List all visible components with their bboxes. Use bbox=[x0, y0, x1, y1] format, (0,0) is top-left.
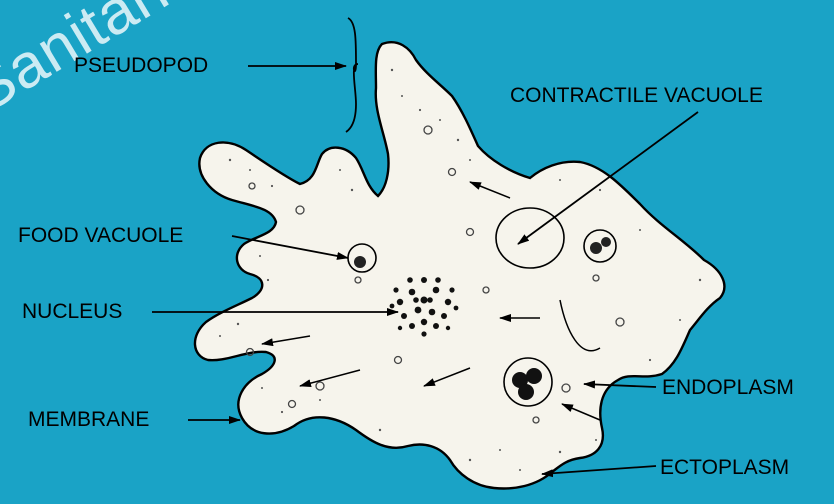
label-membrane: MEMBRANE bbox=[28, 408, 149, 432]
label-nucleus: NUCLEUS bbox=[22, 300, 122, 324]
label-ectoplasm: ECTOPLASM bbox=[660, 456, 789, 480]
food-vacuole-3 bbox=[504, 358, 552, 406]
label-contractile-vacuole: CONTRACTILE VACUOLE bbox=[510, 84, 763, 108]
pseudopod-brace bbox=[346, 18, 358, 132]
label-food-vacuole: FOOD VACUOLE bbox=[18, 224, 183, 248]
food-vacuole bbox=[348, 244, 376, 272]
food-vacuole-2 bbox=[584, 230, 616, 262]
amoeba-cell-body bbox=[195, 42, 724, 488]
label-endoplasm: ENDOPLASM bbox=[662, 376, 794, 400]
label-pseudopod: PSEUDOPOD bbox=[74, 54, 208, 78]
